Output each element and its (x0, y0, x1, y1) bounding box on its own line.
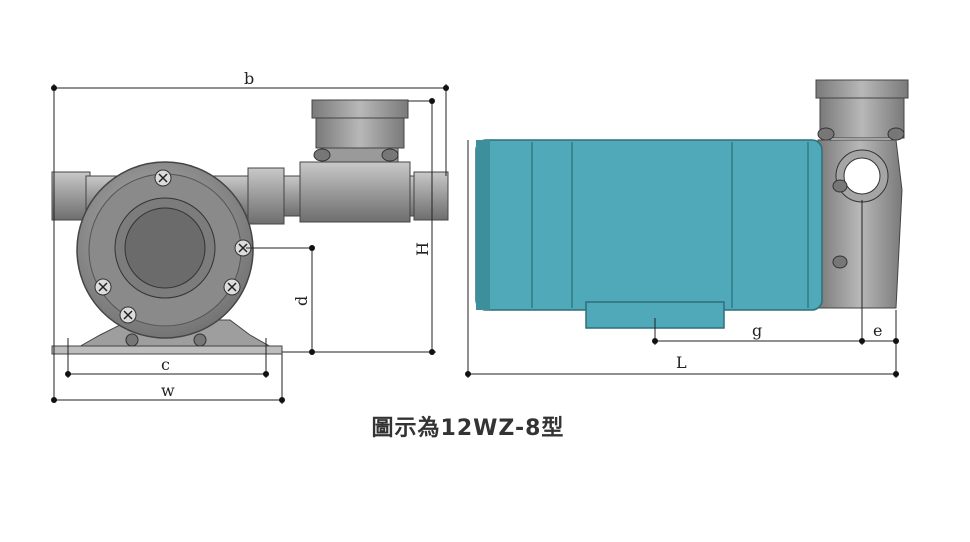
dimension-end-dots (51, 85, 899, 403)
dim-label-e: e (873, 321, 882, 340)
pump-side-view (475, 79, 909, 329)
dim-label-d: d (292, 296, 311, 306)
dim-label-c: c (161, 355, 170, 374)
pump-front-view (51, 99, 449, 355)
motor-body (475, 139, 823, 311)
dim-label-L: L (676, 353, 687, 372)
dim-label-b: b (244, 69, 254, 88)
dim-label-H: H (413, 242, 432, 256)
dim-label-w: w (161, 381, 175, 400)
figure-caption: 圖示為12WZ-8型 (371, 416, 565, 441)
dim-label-g: g (752, 321, 762, 340)
